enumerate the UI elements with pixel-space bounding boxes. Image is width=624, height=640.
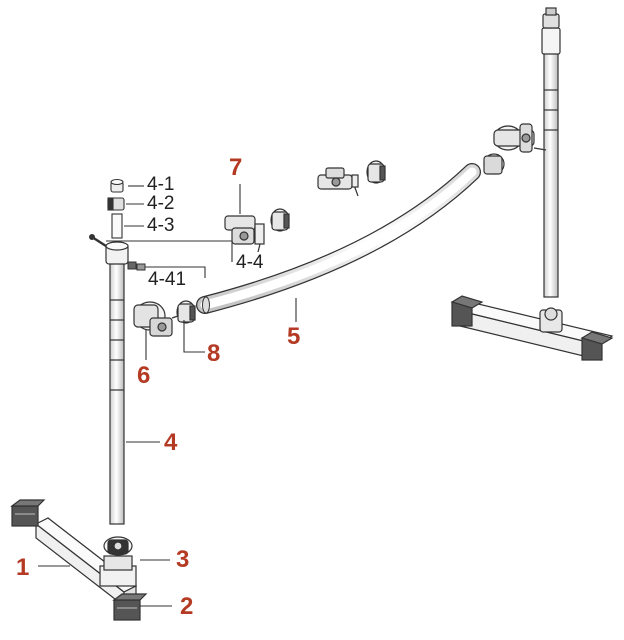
clamp-group-unlabeled	[317, 160, 386, 197]
assembled-pole-cap	[542, 13, 560, 29]
knob-part-4-1	[110, 178, 124, 193]
label-part-6: 6	[137, 362, 151, 389]
sleeve-part-4-3	[111, 213, 123, 239]
label-part-4-4: 4-4	[236, 252, 264, 273]
assembled-pole-knob	[545, 7, 557, 16]
upright-pole	[105, 241, 129, 525]
clamp-part-6	[133, 301, 185, 337]
assembled-pole-top-fitting	[541, 27, 561, 55]
crossbar-tube	[196, 163, 481, 314]
nut-part-4-41	[127, 261, 146, 271]
label-part-4-2: 4-2	[147, 193, 175, 214]
foot-part-2	[112, 593, 148, 621]
clamp-group-part-7	[224, 208, 290, 253]
label-part-4: 4	[164, 429, 178, 456]
clip-part-4-2	[107, 197, 125, 211]
foot-part-2-top	[10, 499, 46, 527]
label-part-5: 5	[287, 323, 301, 350]
coupler-part-3	[99, 536, 137, 587]
label-part-7: 7	[229, 154, 243, 181]
label-part-2: 2	[180, 593, 194, 620]
leader-lines	[38, 184, 297, 607]
clamp-part-8	[176, 300, 196, 324]
assembled-base	[450, 295, 614, 361]
label-part-1: 1	[16, 554, 30, 581]
label-part-4-3: 4-3	[147, 215, 175, 236]
assembled-clamp-cluster	[483, 123, 547, 175]
assembled-stand	[450, 7, 614, 361]
label-part-4-1: 4-1	[147, 174, 175, 195]
label-part-4-41: 4-41	[148, 269, 187, 290]
label-part-8: 8	[207, 340, 221, 367]
assembled-pole	[543, 51, 559, 298]
label-part-3: 3	[176, 546, 190, 573]
screw-part-4-4	[89, 234, 107, 248]
